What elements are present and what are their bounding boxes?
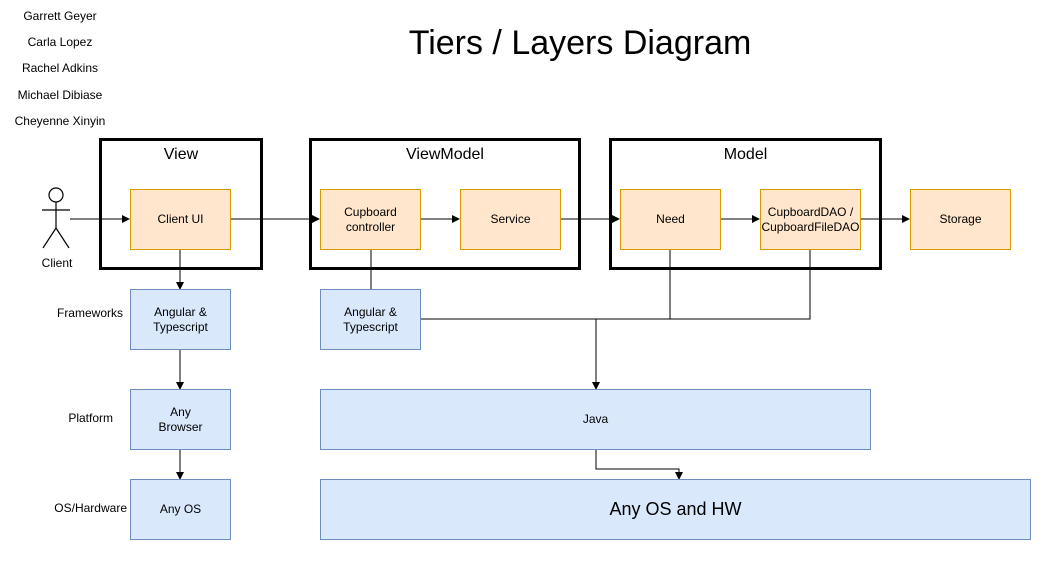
row-label-os-hardware: OS/Hardware <box>54 501 127 515</box>
tier-viewmodel: ViewModel <box>309 138 581 270</box>
actor-label: Client <box>41 256 73 270</box>
actor-stick-figure-icon <box>42 187 70 249</box>
node-any-browser: Any Browser <box>130 389 231 450</box>
node-angular-server: Angular & Typescript <box>320 289 421 350</box>
author-3: Rachel Adkins <box>21 61 99 75</box>
tier-view: View <box>99 138 263 270</box>
author-2: Carla Lopez <box>27 35 93 49</box>
node-cupboard-dao: CupboardDAO / CupboardFileDAO <box>760 189 861 250</box>
author-5: Cheyenne Xinyin <box>14 114 106 128</box>
node-any-os-and-hw: Any OS and HW <box>320 479 1031 540</box>
row-label-frameworks: Frameworks <box>56 306 123 320</box>
author-1: Garrett Geyer <box>23 9 97 23</box>
tier-viewmodel-label: ViewModel <box>406 146 484 163</box>
node-any-os: Any OS <box>130 479 231 540</box>
node-need: Need <box>620 189 721 250</box>
node-client-ui: Client UI <box>130 189 231 250</box>
node-storage: Storage <box>910 189 1011 250</box>
tier-view-label: View <box>163 146 199 163</box>
node-java: Java <box>320 389 871 450</box>
node-cupboard-controller: Cupboard controller <box>320 189 421 250</box>
arrow-java-to-oshw <box>595 450 683 480</box>
author-4: Michael Dibiase <box>17 88 103 102</box>
tier-model: Model <box>609 138 882 270</box>
node-angular-client: Angular & Typescript <box>130 289 231 350</box>
diagram-title: Tiers / Layers Diagram <box>408 24 752 62</box>
row-label-platform: Platform <box>68 411 113 425</box>
node-service: Service <box>460 189 561 250</box>
tier-model-label: Model <box>723 146 768 163</box>
